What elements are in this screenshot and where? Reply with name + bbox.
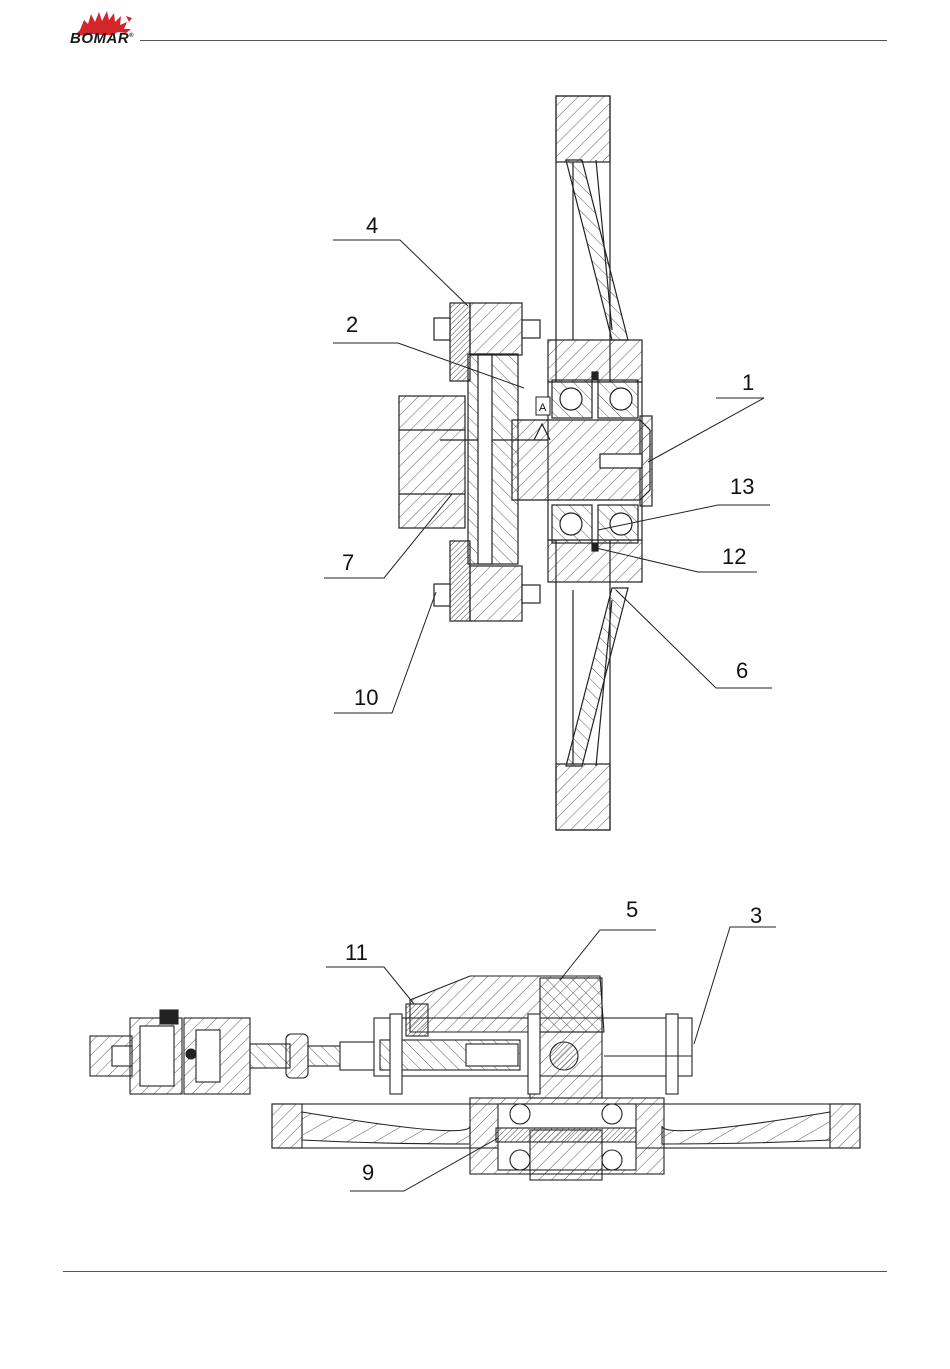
callout-12: 12 [722,544,746,569]
callout-13: 13 [730,474,754,499]
callout-3: 3 [750,903,762,928]
top-section-view: A [324,96,772,830]
callout-9: 9 [362,1160,374,1185]
callout-4: 4 [366,213,378,238]
callout-2: 2 [346,312,358,337]
callout-10: 10 [354,685,378,710]
callout-5: 5 [626,897,638,922]
callout-11: 11 [345,940,368,965]
section-marker-label: A [539,402,547,414]
carriage [374,976,692,1098]
callout-1: 1 [742,370,754,395]
lead-screw [90,1010,380,1094]
bottom-handwheel [272,1098,860,1180]
callout-7: 7 [342,550,354,575]
column-plate [468,354,518,564]
callout-6: 6 [736,658,748,683]
bottom-plan-view [90,927,860,1191]
left-nut [399,396,465,528]
